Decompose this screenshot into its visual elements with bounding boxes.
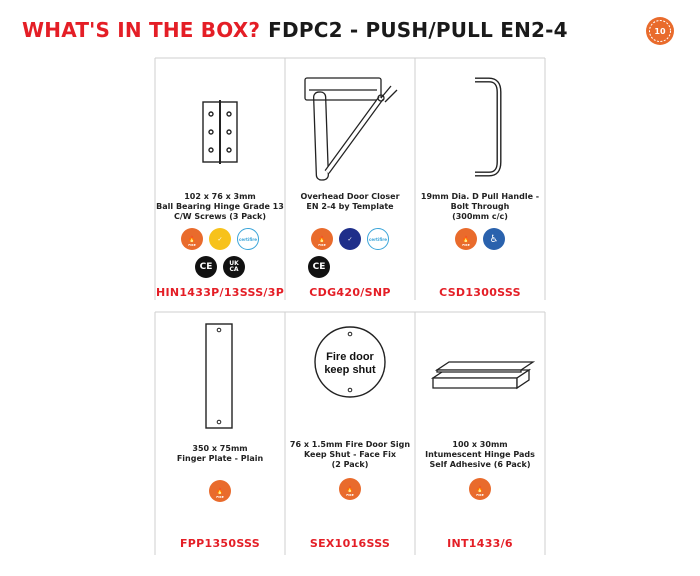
product-code: CSD1300SSS <box>439 286 521 299</box>
certifire-icon: certifire <box>367 228 389 250</box>
product-code: SEX1016SSS <box>309 537 391 550</box>
certification-icons: 🔥FIRE <box>145 480 295 502</box>
ce-mark-icon: CE <box>195 256 217 278</box>
ce-mark-icon: CE <box>308 256 330 278</box>
fire-rated-icon: 🔥FIRE <box>181 228 203 250</box>
fire-rated-icon: 🔥FIRE <box>209 480 231 502</box>
sign-line-1: Fire door <box>326 351 374 363</box>
product-pull-handle: 19mm Dia. D Pull Handle -Bolt Through(30… <box>415 58 545 300</box>
pull-handle-icon <box>475 77 502 177</box>
badge-text: 10 <box>654 27 666 36</box>
title-red: WHAT'S IN THE BOX? <box>22 18 261 42</box>
page-title: WHAT'S IN THE BOX? FDPC2 - PUSH/PULL EN2-… <box>22 18 568 42</box>
sign-line-2: keep shut <box>324 364 376 376</box>
check-icon: ✓ <box>339 228 361 250</box>
product-code: INT1433/6 <box>447 537 513 550</box>
accessibility-icon: ♿ <box>483 228 505 250</box>
fire-door-sign-icon: Fire door keep shut <box>314 326 386 398</box>
check-icon: ✓ <box>209 228 231 250</box>
product-code: FPP1350SSS <box>179 537 261 550</box>
certification-icons: 🔥FIRE ♿ <box>405 228 555 250</box>
door-closer-icon <box>304 77 398 181</box>
product-code: HIN1433P/13SSS/3P <box>155 286 285 299</box>
intumescent-pads-icon <box>430 361 536 390</box>
finger-plate-icon <box>205 323 233 429</box>
ten-year-badge-icon: 10 <box>646 17 674 45</box>
conformity-icons: CE <box>275 256 425 278</box>
fire-rated-icon: 🔥FIRE <box>339 478 361 500</box>
certification-icons: 🔥FIRE ✓ certifire <box>145 228 295 250</box>
certification-icons: 🔥FIRE <box>275 478 425 500</box>
product-code: CDG420/SNP <box>309 286 391 299</box>
fire-rated-icon: 🔥FIRE <box>455 228 477 250</box>
certification-icons: 🔥FIRE ✓ certifire <box>275 228 425 250</box>
certification-icons: 🔥FIRE <box>405 478 555 500</box>
product-fire-door-sign: Fire door keep shut 76 x 1.5mm Fire Door… <box>285 312 415 555</box>
fire-rated-icon: 🔥FIRE <box>311 228 333 250</box>
product-description: 19mm Dia. D Pull Handle -Bolt Through(30… <box>420 192 540 221</box>
certifire-icon: certifire <box>237 228 259 250</box>
title-black: FDPC2 - PUSH/PULL EN2-4 <box>268 18 568 42</box>
hinge-icon <box>202 100 238 164</box>
fire-rated-icon: 🔥FIRE <box>469 478 491 500</box>
